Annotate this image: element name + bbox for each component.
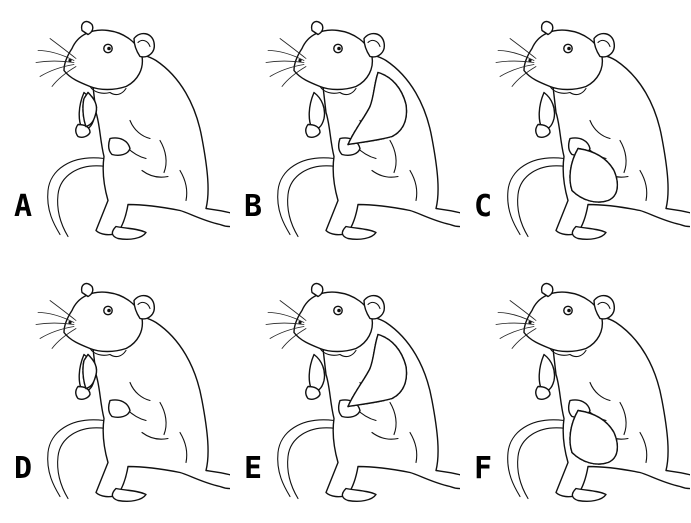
panel-e: E (230, 262, 460, 523)
panel-label: A (14, 192, 32, 222)
rat-outline-drawing (460, 262, 690, 523)
rat-outline-drawing (460, 0, 690, 261)
panel-c: C (460, 0, 690, 261)
panel-label: B (244, 192, 262, 222)
panel-d: D (0, 262, 230, 523)
rat-outline-drawing (0, 262, 230, 523)
panel-label: C (474, 192, 492, 222)
rat-outline-drawing (230, 262, 460, 523)
panel-label: D (14, 454, 32, 484)
panel-a: A (0, 0, 230, 261)
panel-f: F (460, 262, 690, 523)
panel-b: B (230, 0, 460, 261)
panel-label: F (474, 454, 492, 484)
panel-label: E (244, 454, 262, 484)
rat-outline-drawing (0, 0, 230, 261)
rat-outline-drawing (230, 0, 460, 261)
